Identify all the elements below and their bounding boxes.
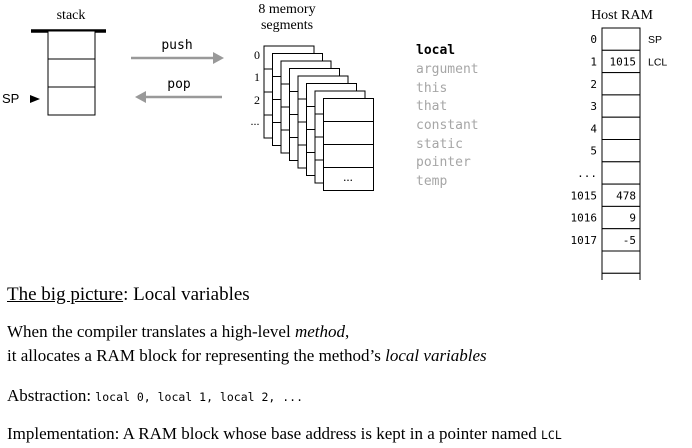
para1-local-variables: local variables <box>385 346 487 365</box>
heading-rest: : Local variables <box>123 284 250 305</box>
segment-index-0: 0 <box>254 48 260 62</box>
para1-text-a: When the compiler translates a high-leve… <box>7 322 295 341</box>
ram-title: Host RAM <box>591 8 653 23</box>
para1-line2-text: it allocates a RAM block for representin… <box>7 346 386 365</box>
segment-name-constant: constant <box>416 118 479 133</box>
segment-index-more: ... <box>251 114 260 128</box>
ram-address: ... <box>577 167 597 180</box>
segment-cards <box>263 45 374 191</box>
ram-address: 1016 <box>571 212 598 225</box>
heading-underlined: The big picture <box>7 284 124 305</box>
implementation-label: Implementation: A RAM block whose base a… <box>7 424 541 443</box>
ram-address: ... <box>577 278 597 280</box>
abstraction-line: Abstraction: local 0, local 1, local 2, … <box>7 386 303 406</box>
pop-label: pop <box>167 77 191 92</box>
ram-address: 3 <box>590 100 597 113</box>
ram-value: -5 <box>623 234 636 247</box>
para1-text-b: , <box>345 322 350 341</box>
paragraph-1-line2: it allocates a RAM block for representin… <box>7 346 487 366</box>
segment-index-1: 1 <box>254 70 260 84</box>
heading: The big picture: Local variables <box>7 284 250 306</box>
segment-ellipsis: ... <box>343 169 353 184</box>
ram-cells: 0 SP 1 1015 LCL 2 3 4 5... 1015 478 1016 9 1017 -5... <box>571 27 667 280</box>
ram-cell <box>601 116 641 140</box>
ram-value: 1015 <box>610 55 637 68</box>
segment-name-local: local <box>416 43 455 58</box>
memory-diagram: stack SP push pop 8 memory segments 0 1 … <box>2 2 667 280</box>
ram-cell <box>601 161 641 185</box>
ram-pointer-label: LCL <box>648 56 667 68</box>
stack-cell <box>47 30 96 60</box>
segment-names: local argument this that constant static… <box>416 43 479 189</box>
ram-address: 1017 <box>571 234 598 247</box>
ram-cell <box>601 272 641 280</box>
push-label: push <box>161 38 192 53</box>
para1-method: method <box>294 322 345 341</box>
pop-arrow: pop <box>135 77 222 103</box>
push-arrow: push <box>131 38 224 64</box>
ram-cell <box>601 94 641 118</box>
segment-card <box>323 98 374 191</box>
ram-address: 4 <box>590 122 597 135</box>
ram-cell <box>601 72 641 96</box>
ram-address: 1015 <box>571 189 598 202</box>
stack-cell <box>47 86 96 116</box>
paragraph-1: When the compiler translates a high-leve… <box>7 322 349 342</box>
ram-cell <box>601 139 641 163</box>
stack-title: stack <box>57 8 86 23</box>
ram-value: 9 <box>629 212 636 225</box>
ram-address: 0 <box>590 33 597 46</box>
segment-name-pointer: pointer <box>416 155 471 170</box>
implementation-line: Implementation: A RAM block whose base a… <box>7 424 562 444</box>
implementation-code: LCL <box>540 428 562 442</box>
abstraction-label: Abstraction: <box>7 386 96 405</box>
segment-name-this: this <box>416 81 447 96</box>
ram-address: 2 <box>590 78 597 91</box>
sp-label: SP <box>2 91 19 106</box>
host-ram: Host RAM 0 SP 1 1015 LCL 2 3 4 5... 1015 478 1016 9 1… <box>571 8 667 280</box>
segment-index-2: 2 <box>254 93 260 107</box>
ram-value: 478 <box>616 189 636 202</box>
abstraction-code: local 0, local 1, local 2, ... <box>95 390 304 404</box>
arrow-left-icon <box>135 91 146 103</box>
ram-pointer-label: SP <box>648 34 662 46</box>
ram-cell <box>601 27 641 51</box>
segments-title-line2: segments <box>261 18 313 33</box>
arrow-right-icon <box>213 52 224 64</box>
segment-name-that: that <box>416 99 447 114</box>
ram-address: 1 <box>590 55 597 68</box>
stack: stack SP <box>2 8 106 116</box>
ram-address: 5 <box>590 145 597 158</box>
sp-pointer-icon <box>30 95 40 103</box>
segment-name-temp: temp <box>416 174 447 189</box>
memory-segments: 8 memory segments 0 1 2 ... ... <box>251 2 374 191</box>
ram-cell <box>601 250 641 274</box>
segments-title-line1: 8 memory <box>258 2 315 17</box>
stack-cell <box>47 58 96 88</box>
segment-name-static: static <box>416 137 463 152</box>
segment-name-argument: argument <box>416 62 479 77</box>
